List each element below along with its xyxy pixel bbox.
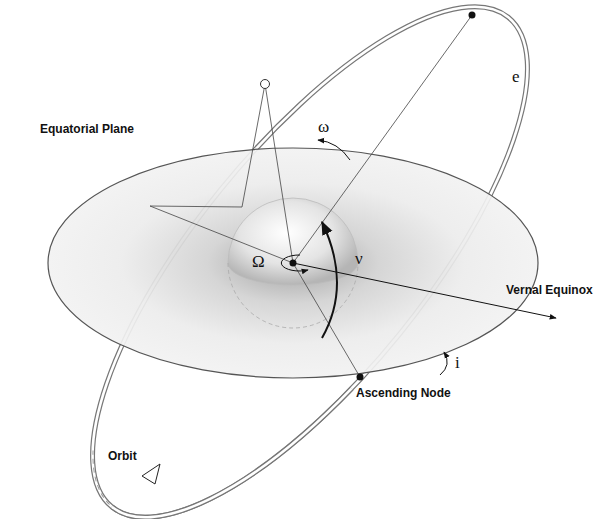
angle-symbol: i: [455, 354, 460, 373]
eccentricity-symbol: e: [512, 68, 520, 87]
orbit-label: Orbit: [108, 450, 137, 463]
orbit-hidden-part: [73, 434, 195, 519]
radius-lines: [150, 15, 472, 377]
node-longitude-arrow: [281, 255, 308, 271]
inclination-arc: [440, 352, 447, 375]
periapsis-dot: [469, 12, 476, 19]
center-dot: [290, 260, 297, 267]
true-anomaly-arc: [322, 222, 337, 338]
plane-label: Equatorial Plane: [40, 123, 134, 136]
orbit-ellipse: [22, 0, 597, 519]
node-dot: [357, 374, 364, 381]
direction-label: Vernal Equinox: [506, 284, 593, 297]
perigee-argument-arc: [318, 140, 350, 160]
angle-symbol: ν: [355, 250, 363, 269]
orbit-direction-arrow: [142, 464, 160, 484]
angle-symbol: Ω: [252, 253, 265, 272]
equatorial-plane: [48, 148, 538, 378]
earth-hemisphere: [228, 198, 358, 285]
angle-symbol: ω: [318, 118, 329, 137]
satellite-dot: [261, 80, 270, 89]
point-label: Ascending Node: [356, 387, 451, 400]
orbit-front-part: [112, 318, 352, 519]
